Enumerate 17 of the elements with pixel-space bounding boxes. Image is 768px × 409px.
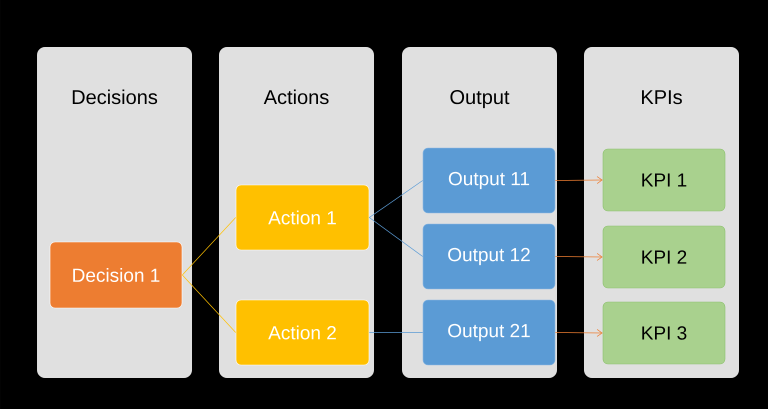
connector	[554, 253, 603, 261]
action-box: Action 1	[236, 184, 370, 250]
connector	[368, 217, 424, 257]
output-box: Output 21	[422, 300, 556, 366]
action-box: Action 2	[236, 300, 370, 366]
decision-box: Decision 1	[50, 242, 182, 308]
connector	[554, 176, 603, 184]
output-box: Output 11	[422, 148, 556, 214]
connector	[368, 180, 424, 218]
kpi-box: KPI 3	[602, 302, 726, 364]
kpi-box: KPI 1	[602, 148, 726, 212]
connector	[182, 274, 236, 333]
connector	[554, 329, 603, 337]
kpi-box: KPI 2	[602, 226, 726, 288]
connector	[368, 332, 424, 333]
connector	[182, 217, 236, 276]
output-box: Output 12	[422, 224, 556, 290]
